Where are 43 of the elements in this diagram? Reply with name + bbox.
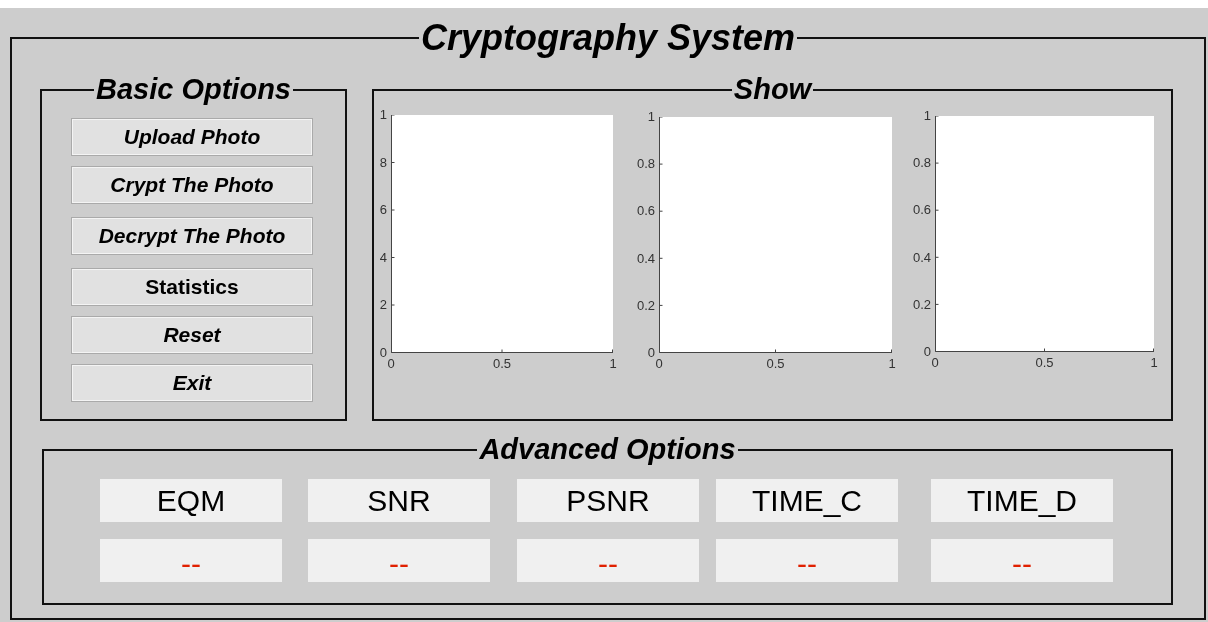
metric-label: EQM bbox=[100, 479, 282, 522]
tick-label: 1 bbox=[1150, 356, 1158, 369]
tick-label: 0 bbox=[387, 357, 395, 370]
tick-label: 6 bbox=[379, 203, 387, 217]
action-button: Upload Photo bbox=[71, 118, 313, 156]
tick-label: 0 bbox=[655, 357, 663, 370]
action-button: Decrypt The Photo bbox=[71, 217, 313, 255]
tick-label: 1 bbox=[647, 110, 655, 123]
tick-label: 0.5 bbox=[1035, 356, 1054, 369]
tick-label: 2 bbox=[379, 298, 387, 312]
tick-label: 0.2 bbox=[636, 298, 655, 312]
tick-label: 0 bbox=[379, 346, 387, 359]
value-display: -- bbox=[931, 539, 1113, 582]
action-button: Crypt The Photo bbox=[71, 166, 313, 204]
action-button: Reset bbox=[71, 316, 313, 354]
tick-label: 0.8 bbox=[636, 157, 655, 171]
tick-label: 1 bbox=[923, 109, 931, 122]
tick-label: 0.5 bbox=[766, 357, 785, 370]
value-display: -- bbox=[100, 539, 282, 582]
value-display: -- bbox=[308, 539, 490, 582]
tick-label: 0 bbox=[923, 345, 931, 358]
metric-label: SNR bbox=[308, 479, 490, 522]
tick-label: 0.4 bbox=[912, 250, 931, 264]
tick-label: 0.5 bbox=[492, 357, 512, 370]
action-button: Exit bbox=[71, 364, 313, 402]
tick-label: 0.4 bbox=[636, 251, 655, 265]
tick-label: 1 bbox=[379, 108, 387, 121]
metric-label: TIME_C bbox=[716, 479, 898, 522]
tick-label: 4 bbox=[379, 250, 387, 264]
value-display: -- bbox=[716, 539, 898, 582]
tick-label: 1 bbox=[609, 357, 617, 370]
tick-label: 8 bbox=[379, 155, 387, 169]
tick-label: 0.6 bbox=[912, 203, 931, 217]
tick-label: 0.8 bbox=[912, 156, 931, 170]
value-display: -- bbox=[517, 539, 699, 582]
metric-label: TIME_D bbox=[931, 479, 1113, 522]
metric-label: PSNR bbox=[517, 479, 699, 522]
tick-label: 0.2 bbox=[912, 297, 931, 311]
tick-label: 0.6 bbox=[636, 204, 655, 218]
tick-label: 0 bbox=[931, 356, 939, 369]
tick-label: 0 bbox=[647, 346, 655, 359]
action-button: Statistics bbox=[71, 268, 313, 306]
tick-label: 1 bbox=[888, 357, 896, 370]
